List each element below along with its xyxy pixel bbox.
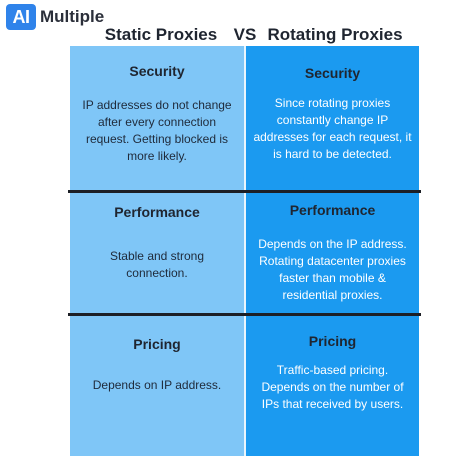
row-divider-1 <box>68 190 421 193</box>
rotating-proxies-heading: Rotating Proxies <box>267 25 403 44</box>
rotating-security-title: Security <box>304 65 361 81</box>
vs-label: VS <box>233 25 257 44</box>
static-pricing-text: Depends on IP address. <box>92 378 222 392</box>
column-divider <box>244 46 246 456</box>
static-security-text: IP addresses do not change after every c… <box>82 98 232 163</box>
rotating-pricing-text: Traffic-based pricing. Depends on the nu… <box>261 363 404 411</box>
rotating-pricing-title: Pricing <box>308 333 357 349</box>
aimultiple-logo: AI Multiple <box>6 4 104 30</box>
logo-badge: AI <box>6 4 36 30</box>
rotating-column <box>246 46 419 456</box>
rotating-performance-title: Performance <box>289 202 376 218</box>
static-proxies-heading: Static Proxies <box>104 25 218 44</box>
static-column <box>70 46 244 456</box>
rotating-performance-text: Depends on the IP address. Rotating data… <box>258 237 407 302</box>
logo-text: Multiple <box>40 7 105 26</box>
static-security-title: Security <box>129 63 185 79</box>
static-performance-title: Performance <box>114 204 200 220</box>
rotating-security-text: Since rotating proxies constantly change… <box>253 96 412 161</box>
row-divider-2 <box>68 313 421 316</box>
static-pricing-title: Pricing <box>133 336 181 352</box>
static-performance-text: Stable and strong connection. <box>109 249 205 280</box>
